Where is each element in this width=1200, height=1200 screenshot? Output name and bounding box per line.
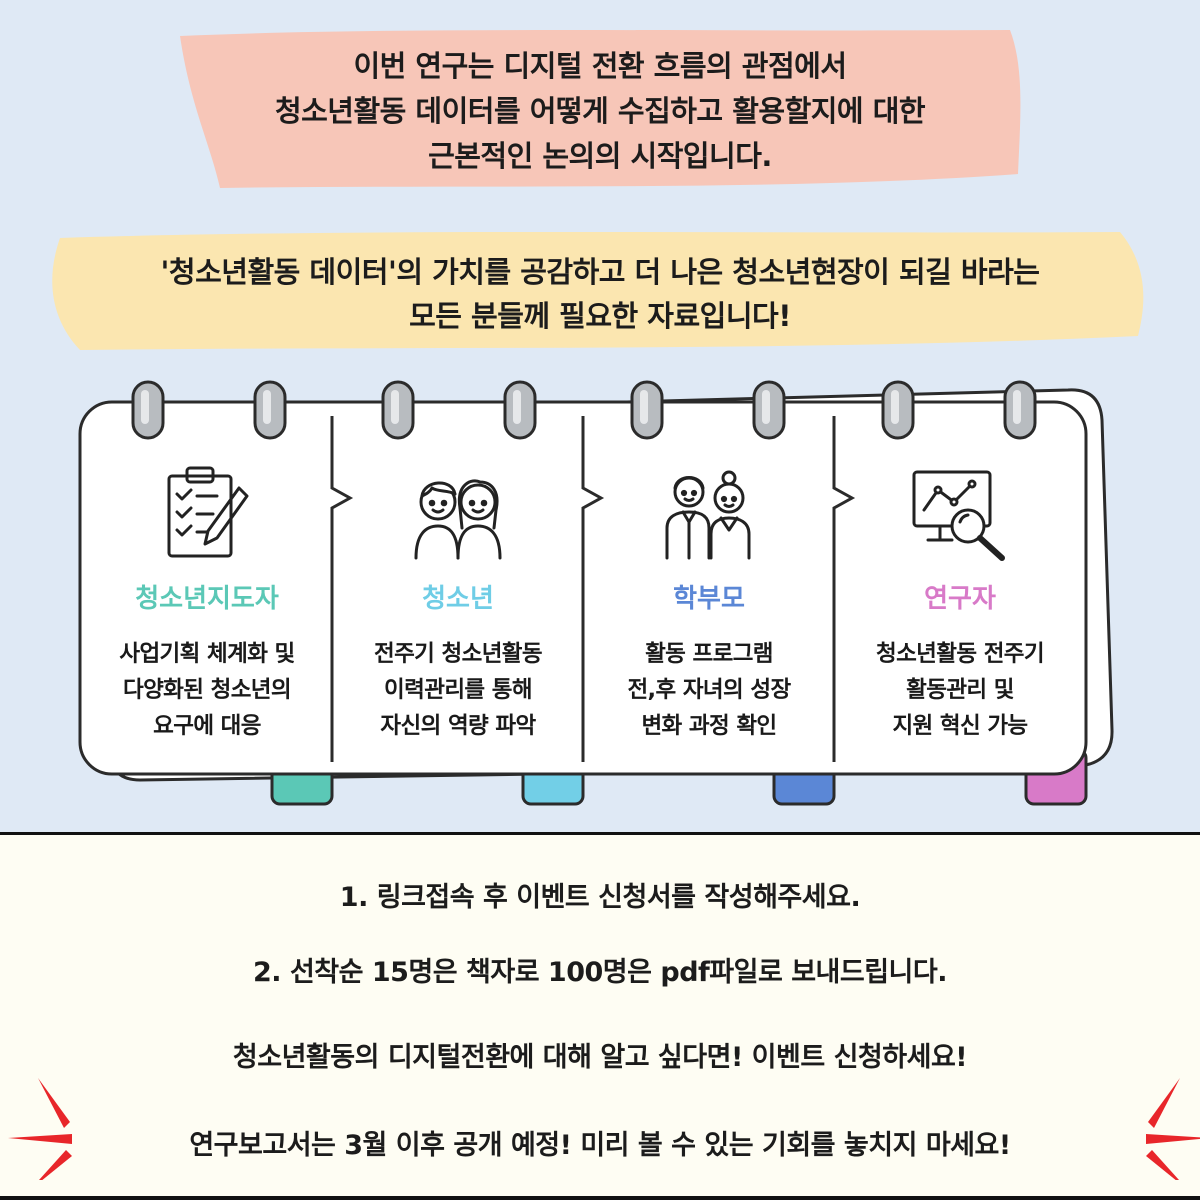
banner1-background [180, 30, 1021, 188]
column-description-line: 변화 과정 확인 [641, 713, 777, 739]
banner1-text: 이번 연구는 디지털 전환 흐름의 관점에서 청소년활동 데이터를 어떻게 수집… [180, 44, 1020, 179]
column-description: 활동 프로그램 전,후 자녀의 성장 변화 과정 확인 [589, 636, 829, 744]
column-researcher: 연구자 청소년활동 전주기 활동관리 및 지원 혁신 가능 [835, 450, 1085, 810]
column-description: 전주기 청소년활동 이력관리를 통해 자신의 역량 파악 [338, 636, 578, 744]
column-youth-leader: 청소년지도자 사업기획 체계화 및 다양화된 청소년의 요구에 대응 [82, 450, 332, 810]
banner1-line: 청소년활동 데이터를 어떻게 수집하고 활용할지에 대한 [274, 94, 926, 128]
calendar-frame [78, 380, 1114, 806]
column-title: 청소년 [422, 584, 494, 614]
column-description-line: 이력관리를 통해 [384, 677, 533, 703]
notice-report-release: 연구보고서는 3월 이후 공개 예정! 미리 볼 수 있는 기회를 놓치지 마세… [189, 1130, 1011, 1161]
notice-step-2: 2. 선착순 15명은 책자로 100명은 pdf파일로 보내드립니다. [253, 957, 948, 988]
column-description: 사업기획 체계화 및 다양화된 청소년의 요구에 대응 [87, 636, 327, 744]
column-description-line: 사업기획 체계화 및 [119, 641, 295, 667]
column-description-line: 활동관리 및 [906, 677, 1014, 703]
two-kids-icon [414, 479, 502, 560]
column-title: 청소년지도자 [135, 584, 279, 614]
notice-step-1: 1. 링크접속 후 이벤트 신청서를 작성해주세요. [339, 882, 861, 913]
banner1-line: 이번 연구는 디지털 전환 흐름의 관점에서 [353, 49, 847, 83]
column-title: 학부모 [673, 584, 745, 614]
data-analysis-icon [912, 470, 1005, 561]
burst-lines-left-icon [8, 1078, 72, 1180]
column-description-line: 전,후 자녀의 성장 [627, 677, 791, 703]
column-title: 연구자 [924, 584, 996, 614]
notice-section: 1. 링크접속 후 이벤트 신청서를 작성해주세요. 2. 선착순 15명은 책… [0, 832, 1200, 1200]
banner2-text: '청소년활동 데이터'의 가치를 공감하고 더 나은 청소년현장이 되길 바라는… [40, 250, 1160, 338]
banner2-line: '청소년활동 데이터'의 가치를 공감하고 더 나은 청소년현장이 되길 바라는 [160, 255, 1040, 289]
clipboard-checklist-icon [167, 466, 249, 558]
column-parents: 학부모 활동 프로그램 전,후 자녀의 성장 변화 과정 확인 [584, 450, 834, 810]
column-description-line: 요구에 대응 [153, 713, 261, 739]
column-description-line: 전주기 청소년활동 [373, 641, 543, 667]
bottom-border [0, 1196, 1200, 1200]
column-description-line: 다양화된 청소년의 [122, 677, 292, 703]
column-description-line: 활동 프로그램 [645, 641, 773, 667]
banner2-background [52, 232, 1144, 350]
banner1-line: 근본적인 논의의 시작입니다. [428, 139, 772, 173]
notice-call-to-action: 청소년활동의 디지털전환에 대해 알고 싶다면! 이벤트 신청하세요! [232, 1042, 968, 1073]
column-description-line: 청소년활동 전주기 [875, 641, 1045, 667]
calendar-card: 청소년지도자 사업기획 체계화 및 다양화된 청소년의 요구에 대응 [0, 370, 1200, 830]
parents-icon [665, 470, 751, 560]
column-divider [330, 416, 354, 762]
column-description: 청소년활동 전주기 활동관리 및 지원 혁신 가능 [840, 636, 1080, 744]
burst-lines-right-icon [1146, 1078, 1200, 1180]
banner2-line: 모든 분들께 필요한 자료입니다! [409, 299, 791, 333]
column-divider [832, 416, 856, 762]
top-section: 이번 연구는 디지털 전환 흐름의 관점에서 청소년활동 데이터를 어떻게 수집… [0, 30, 1200, 830]
column-divider [581, 416, 605, 762]
column-description-line: 지원 혁신 가능 [892, 713, 1028, 739]
column-youth: 청소년 전주기 청소년활동 이력관리를 통해 자신의 역량 파악 [333, 450, 583, 810]
column-description-line: 자신의 역량 파악 [380, 713, 536, 739]
